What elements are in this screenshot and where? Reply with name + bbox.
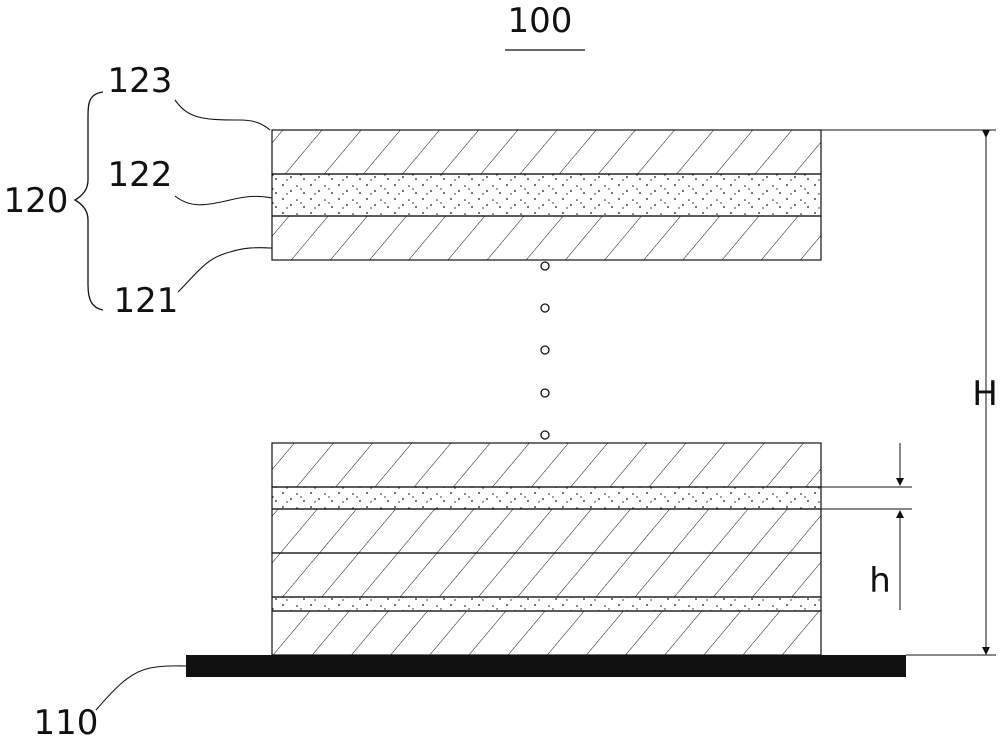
h-label: h	[869, 561, 891, 601]
substrate-110	[186, 655, 906, 677]
leader-110	[96, 666, 186, 710]
leader-123	[175, 100, 270, 130]
hatched-layer	[272, 553, 821, 597]
label-120: 120	[4, 181, 69, 221]
layer-122	[272, 174, 821, 216]
label-123: 123	[108, 61, 173, 101]
ellipsis-dot	[541, 431, 549, 439]
ellipsis-dots	[541, 262, 549, 439]
top-layer-group	[272, 130, 821, 260]
H-label: H	[972, 374, 998, 414]
leader-121	[178, 248, 272, 292]
label-121: 121	[114, 281, 179, 321]
leader-122	[175, 196, 272, 205]
layer-121	[272, 216, 821, 260]
figure-title: 100	[508, 1, 573, 41]
ellipsis-dot	[541, 262, 549, 270]
bottom-layer-stack	[272, 443, 821, 655]
hatched-layer	[272, 611, 821, 655]
hatched-layer	[272, 443, 821, 487]
label-leaders: 123 122 121 110	[34, 61, 272, 743]
dimension-H: H	[821, 130, 998, 655]
dotted-layer	[272, 597, 821, 611]
hatched-layer	[272, 509, 821, 553]
layer-123	[272, 130, 821, 174]
group-brace: 120	[4, 92, 103, 310]
label-110: 110	[34, 703, 99, 743]
ellipsis-dot	[541, 304, 549, 312]
label-122: 122	[108, 155, 173, 195]
brace-path	[75, 92, 103, 310]
dimension-h: h	[821, 443, 912, 610]
ellipsis-dot	[541, 389, 549, 397]
ellipsis-dot	[541, 346, 549, 354]
dotted-layer	[272, 487, 821, 509]
